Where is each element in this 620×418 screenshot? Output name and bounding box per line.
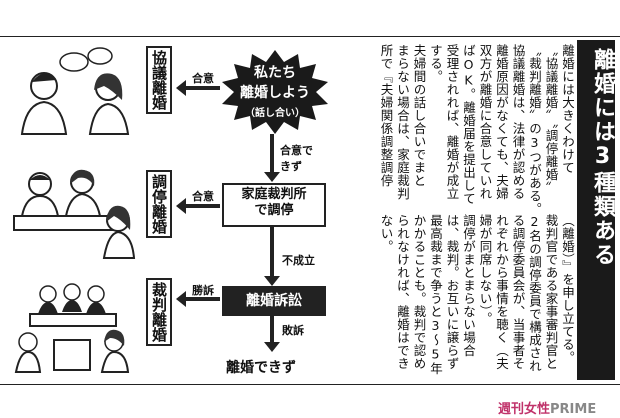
body-column: は、裁判。お互いに譲らず bbox=[444, 214, 460, 370]
arrow-down-3 bbox=[264, 342, 280, 352]
heading-bar bbox=[577, 40, 615, 380]
court-mediation-box: 家庭裁判所 で調停 bbox=[222, 183, 326, 227]
arrow-down-1 bbox=[264, 172, 280, 182]
final-result: 離婚できず bbox=[226, 360, 296, 376]
court-line1: 家庭裁判所 bbox=[241, 187, 307, 202]
body-column: まらない場合は、家庭裁判 bbox=[395, 44, 410, 200]
court-line2: で調停 bbox=[254, 203, 294, 218]
top-rule bbox=[0, 36, 620, 37]
body-column: する。 bbox=[428, 44, 443, 83]
watermark-part2: PRIME bbox=[550, 402, 597, 417]
body-column: 最高裁まで争うと3〜5年 bbox=[428, 214, 443, 375]
body-column: 受理されれば、離婚が成立 bbox=[444, 44, 460, 200]
watermark: 週刊女性PRIME bbox=[498, 398, 596, 417]
body-column: 〝協議離婚〟〝調停離婚〟 bbox=[543, 44, 559, 194]
agree-label-2: 合意 bbox=[192, 190, 214, 203]
lawsuit-box: 離婚訴訟 bbox=[222, 286, 326, 316]
start-line3: （話し合い） bbox=[245, 108, 305, 119]
body-column: る調停委員会が、当事者そ bbox=[510, 214, 526, 370]
arrow-left-1 bbox=[176, 80, 186, 96]
body-column: 双方が離婚に合意していれ bbox=[477, 44, 493, 200]
court-illustration bbox=[14, 283, 130, 373]
body-column: ばOK。離婚届を提出して bbox=[461, 44, 476, 205]
body-column: 協議離婚は、法律が認める bbox=[510, 44, 526, 200]
body-column: 離婚には大きくわけて bbox=[560, 44, 575, 174]
side-label-kyogi: 協議離婚 bbox=[146, 46, 172, 114]
cannot-agree-text: 合意できず bbox=[280, 144, 313, 173]
body-column: 2名の調停委員で構成され bbox=[527, 214, 542, 373]
agree-label-1: 合意 bbox=[192, 72, 214, 85]
cannot-agree-label: 合意できず bbox=[280, 142, 320, 174]
start-burst: 私たち 離婚しよう （話し合い） bbox=[226, 62, 324, 119]
arrow-down-2 bbox=[264, 276, 280, 286]
body-column: （離婚）』を申し立てる。 bbox=[560, 214, 575, 364]
side-label-chotei: 調停離婚 bbox=[146, 170, 172, 238]
body-column: れぞれから事情を聴く（夫 bbox=[494, 214, 509, 370]
body-column: 裁判官である家事審判官と bbox=[543, 214, 559, 370]
start-line1: 私たち bbox=[254, 65, 296, 81]
start-burst-shape bbox=[222, 50, 328, 134]
heading-title: 離婚には3種類ある bbox=[590, 48, 615, 267]
body-column: かかることも。裁判で認め bbox=[411, 214, 427, 370]
mediation-illustration bbox=[13, 169, 136, 259]
side-label-saiban: 裁判離婚 bbox=[146, 278, 172, 346]
body-column: 所で『夫婦関係調整調停 bbox=[378, 44, 394, 187]
body-column: 離婚原因がなくても、夫婦 bbox=[494, 44, 509, 200]
body-column: ない。 bbox=[378, 214, 394, 253]
arrow-left-2 bbox=[176, 198, 186, 214]
body-column: 〝裁判離婚〟の3つがある。 bbox=[527, 44, 542, 216]
not-established-label: 不成立 bbox=[282, 254, 315, 267]
couple-talking-illustration bbox=[20, 47, 130, 135]
body-column: 婦が同席しない）。 bbox=[477, 214, 493, 325]
body-column: 夫婦間の話し合いでまと bbox=[411, 44, 427, 187]
start-line2: 離婚しよう bbox=[240, 85, 310, 101]
lose-label: 敗訴 bbox=[282, 324, 304, 337]
body-column: られなければ、離婚はでき bbox=[395, 214, 410, 370]
win-label: 勝訴 bbox=[192, 284, 214, 297]
watermark-part1: 週刊女性 bbox=[498, 402, 551, 417]
arrow-left-3 bbox=[176, 291, 186, 307]
bottom-rule bbox=[0, 384, 620, 385]
body-column: 調停がまとまらない場合 bbox=[461, 214, 476, 357]
